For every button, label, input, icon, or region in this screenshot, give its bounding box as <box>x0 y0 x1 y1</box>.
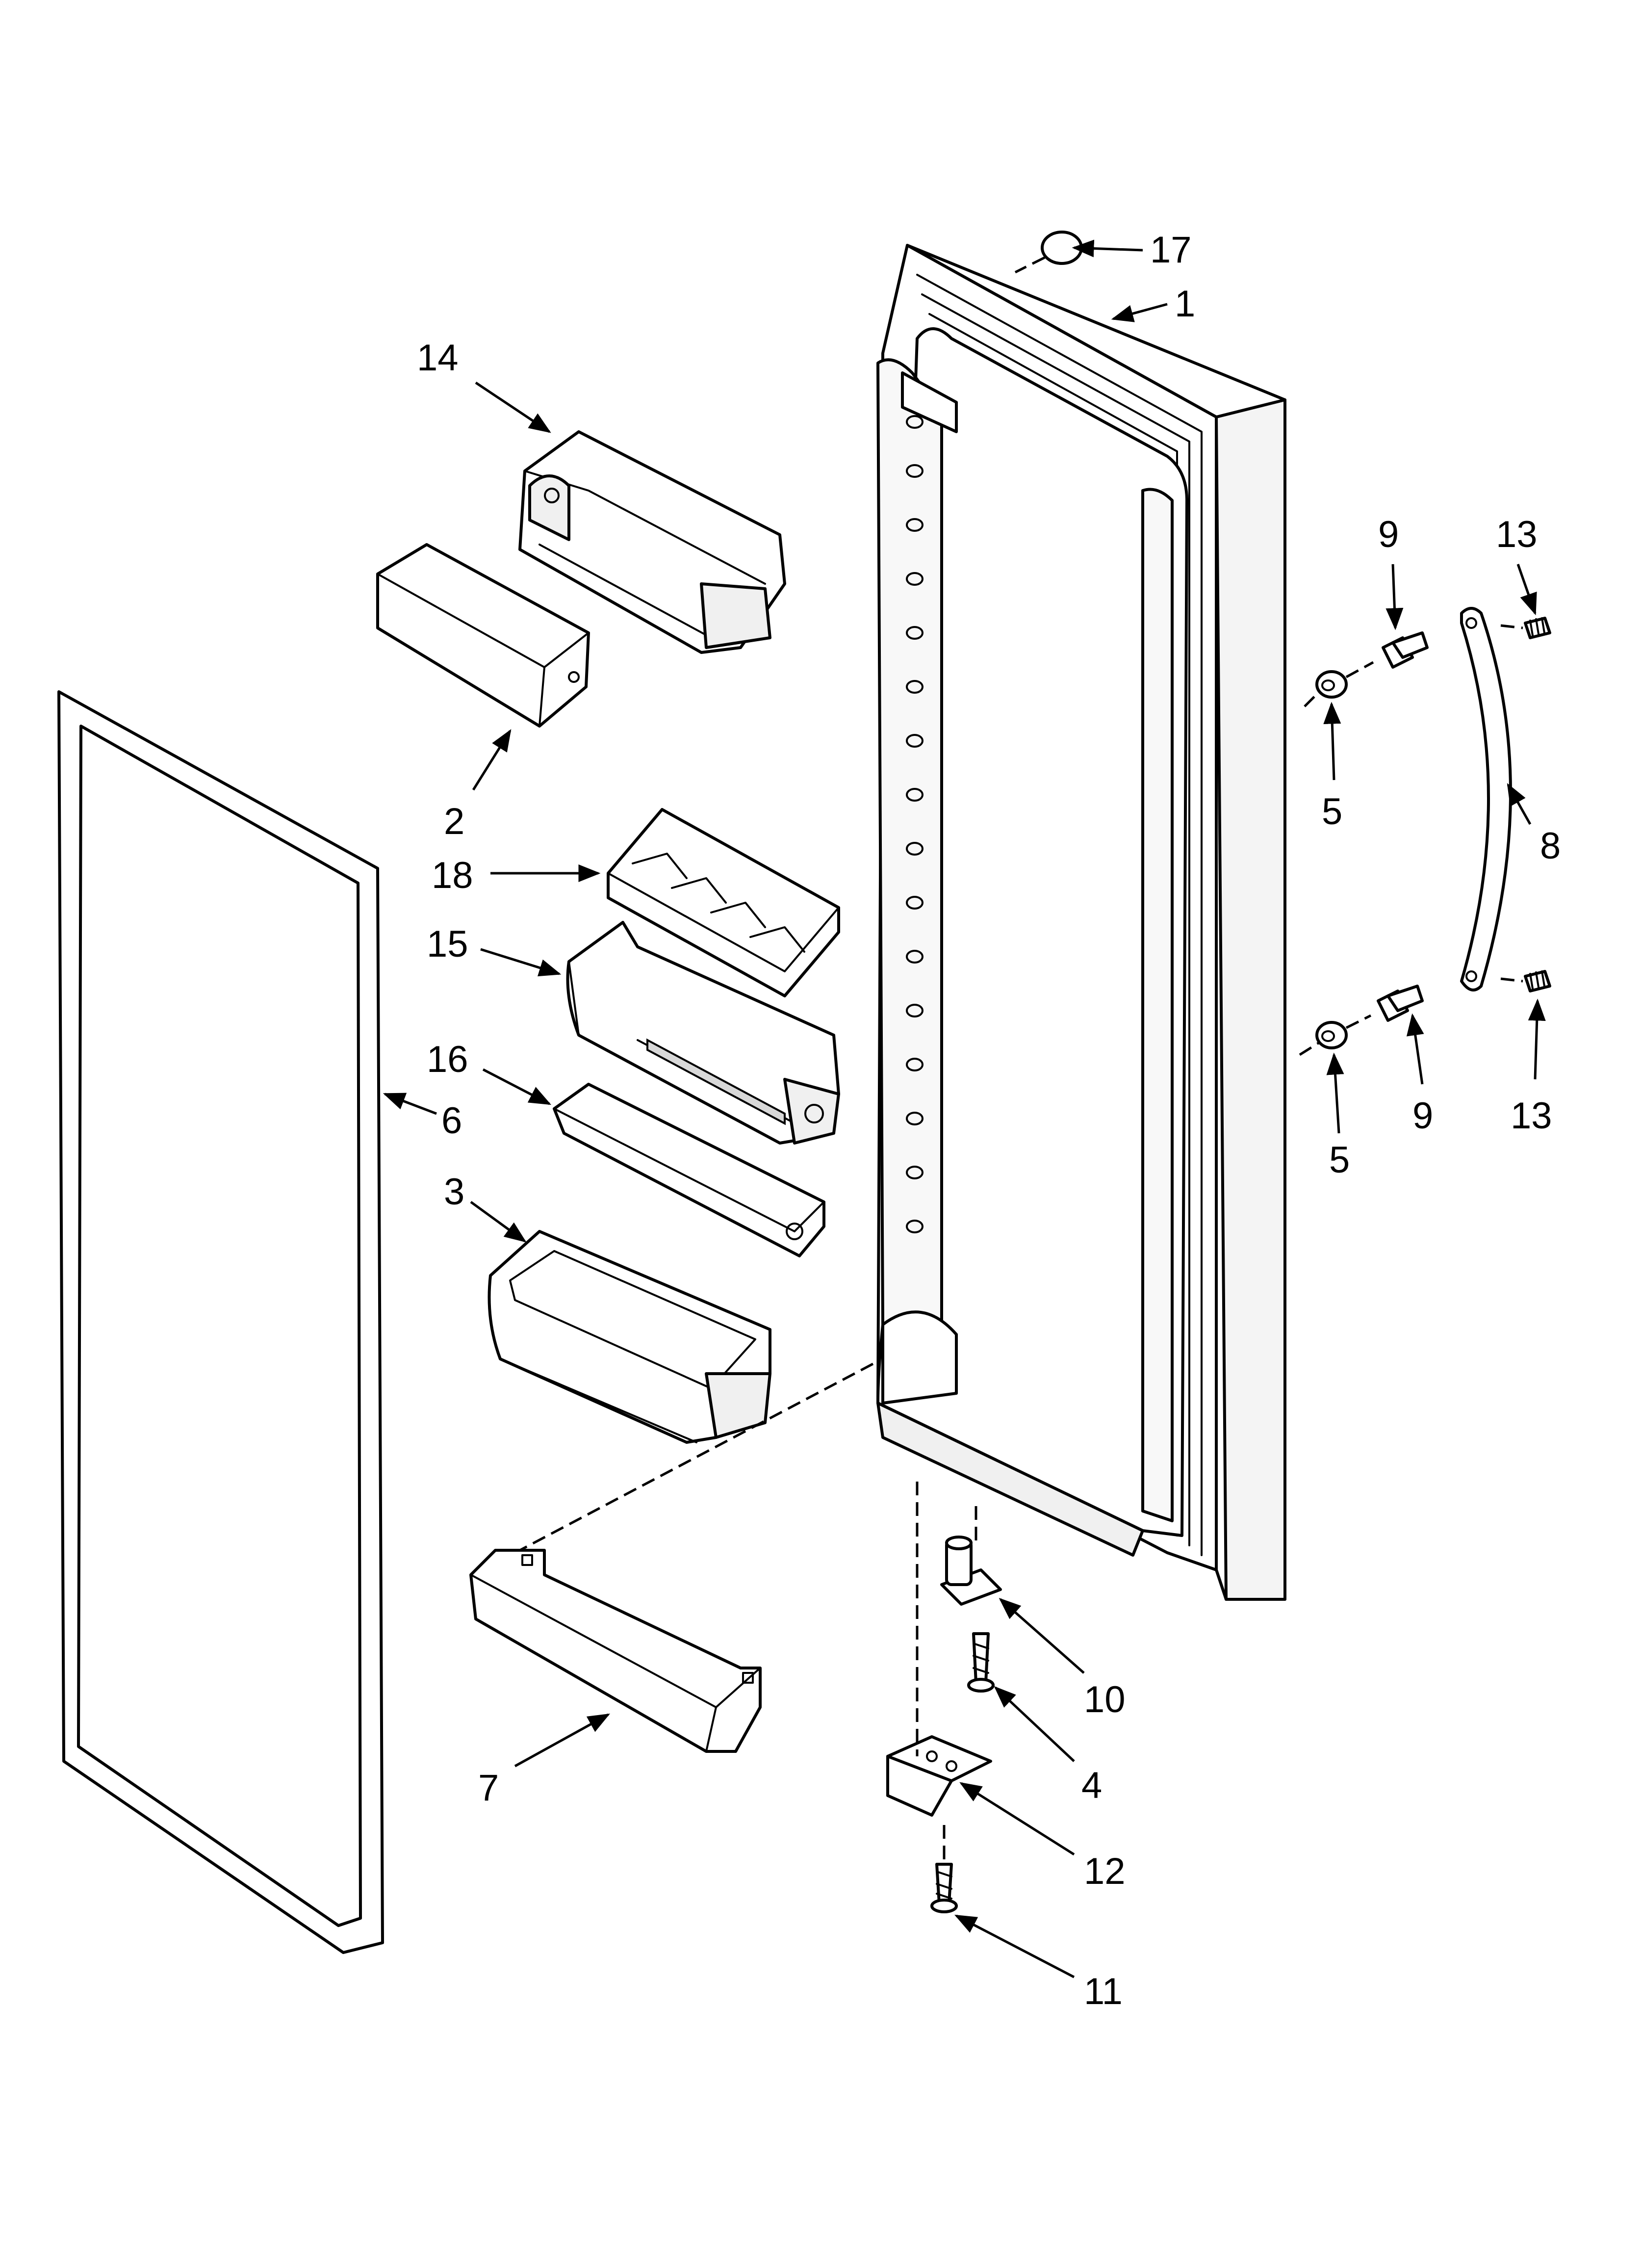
label-2: 2 <box>444 801 464 842</box>
hinge-screw <box>967 1632 995 1693</box>
door-handle <box>1460 607 1512 991</box>
assembly-lines <box>519 256 1523 1859</box>
label-15: 15 <box>427 923 468 965</box>
handle-screw-lower <box>1524 970 1551 992</box>
mounting-screw-lower <box>1377 985 1424 1022</box>
door-bin-small <box>487 1230 771 1444</box>
label-13-lower: 13 <box>1511 1095 1552 1137</box>
label-6: 6 <box>441 1100 462 1142</box>
label-11: 11 <box>1084 1971 1123 2012</box>
label-9-lower: 9 <box>1412 1095 1433 1137</box>
shelf-ladder <box>906 415 924 1233</box>
label-4: 4 <box>1081 1765 1102 1806</box>
spacer-upper <box>1315 670 1348 699</box>
bracket-screw <box>930 1863 958 1913</box>
label-16: 16 <box>427 1039 468 1080</box>
dairy-door <box>376 543 590 728</box>
label-5-lower: 5 <box>1329 1139 1350 1181</box>
callouts: 17 1 14 2 18 15 16 6 3 7 9 13 5 8 9 13 5 <box>383 229 1561 2012</box>
label-17: 17 <box>1150 229 1192 271</box>
bottom-door-shelf <box>469 1549 762 1753</box>
hinge-bracket <box>886 1735 992 1817</box>
label-3: 3 <box>444 1171 464 1213</box>
label-10: 10 <box>1084 1679 1126 1721</box>
label-13-upper: 13 <box>1496 514 1538 555</box>
bin-liner <box>553 1083 825 1257</box>
label-9-upper: 9 <box>1378 514 1399 555</box>
label-12: 12 <box>1084 1851 1126 1892</box>
mounting-screw-upper <box>1382 631 1429 669</box>
hinge-pin <box>940 1536 1002 1606</box>
label-14: 14 <box>417 337 459 379</box>
door-gasket <box>57 690 384 1954</box>
door-bin-large <box>566 921 840 1145</box>
egg-tray <box>607 808 840 997</box>
dairy-housing <box>518 430 786 654</box>
label-8: 8 <box>1540 825 1561 867</box>
door-assembly <box>876 244 1286 1601</box>
label-5-upper: 5 <box>1322 791 1342 833</box>
spacer-lower <box>1315 1021 1348 1049</box>
label-1: 1 <box>1175 283 1195 325</box>
handle-screw-upper <box>1524 617 1551 639</box>
label-18: 18 <box>432 855 473 896</box>
label-7: 7 <box>478 1767 499 1809</box>
